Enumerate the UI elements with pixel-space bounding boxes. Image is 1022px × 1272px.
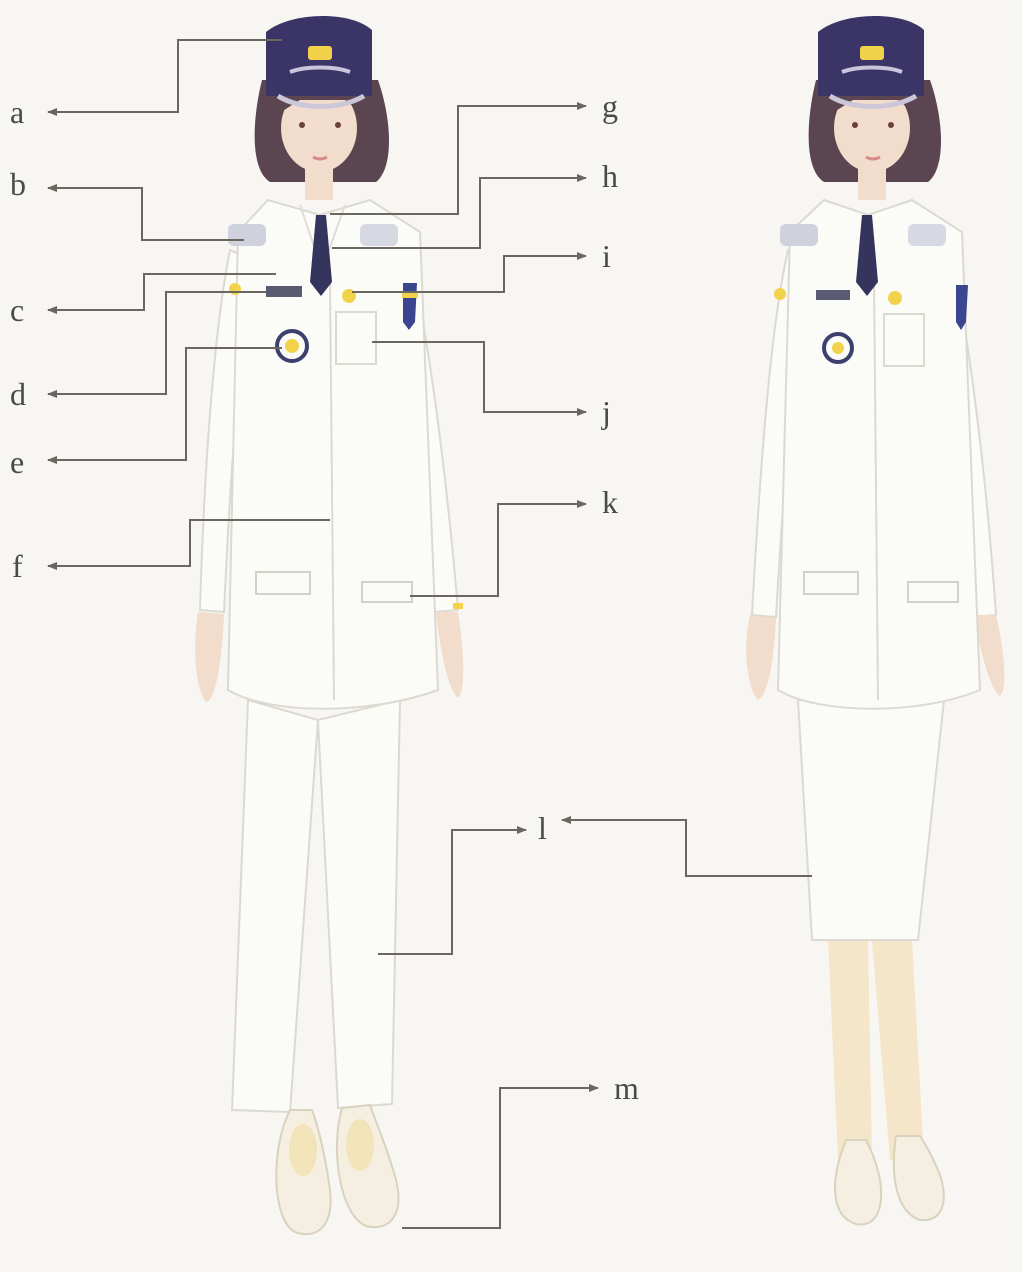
leader-e <box>47 347 282 464</box>
epaulette-right <box>360 224 398 246</box>
leader-a <box>47 39 282 116</box>
name-tag <box>266 286 302 297</box>
label-h: h <box>602 158 618 194</box>
leader-m <box>402 1084 599 1229</box>
label-m: m <box>614 1070 639 1106</box>
leader-b <box>47 184 244 241</box>
label-b: b <box>10 166 26 202</box>
leader-i <box>352 252 587 293</box>
cap-right <box>818 15 924 109</box>
label-j: j <box>602 394 611 430</box>
head-right <box>808 80 941 200</box>
leader-j <box>372 341 587 416</box>
label-f: f <box>12 548 23 584</box>
label-k: k <box>602 484 618 520</box>
skirt <box>796 699 946 941</box>
epaulette-left <box>228 224 266 246</box>
leader-l-right <box>561 816 812 877</box>
label-d: d <box>10 376 26 412</box>
label-g: g <box>602 88 618 124</box>
leader-d <box>47 291 266 398</box>
leader-g <box>330 102 587 215</box>
collar-badge-left <box>229 283 241 295</box>
lower-pocket-left <box>255 571 311 595</box>
figure-trousers <box>195 15 464 1236</box>
leader-k <box>410 500 587 597</box>
label-l: l <box>538 810 547 846</box>
label-i: i <box>602 238 611 274</box>
legs <box>828 940 924 1160</box>
leader-lines <box>47 39 812 1229</box>
label-a: a <box>10 94 25 130</box>
tie <box>310 215 332 296</box>
figure-skirt <box>746 15 1005 1226</box>
leader-l-left <box>378 826 527 955</box>
shoes-right <box>834 1135 945 1226</box>
leader-c <box>47 273 276 314</box>
label-e: e <box>10 444 25 480</box>
cap <box>266 15 372 109</box>
label-c: c <box>10 292 25 328</box>
leader-f <box>47 519 330 570</box>
leader-h <box>332 174 587 249</box>
trousers <box>230 698 402 1114</box>
lower-pocket-right <box>361 581 413 603</box>
breast-pocket <box>335 311 377 365</box>
shoes <box>275 1103 400 1236</box>
jacket <box>226 198 463 710</box>
head <box>254 80 389 200</box>
jacket-right <box>774 198 982 710</box>
